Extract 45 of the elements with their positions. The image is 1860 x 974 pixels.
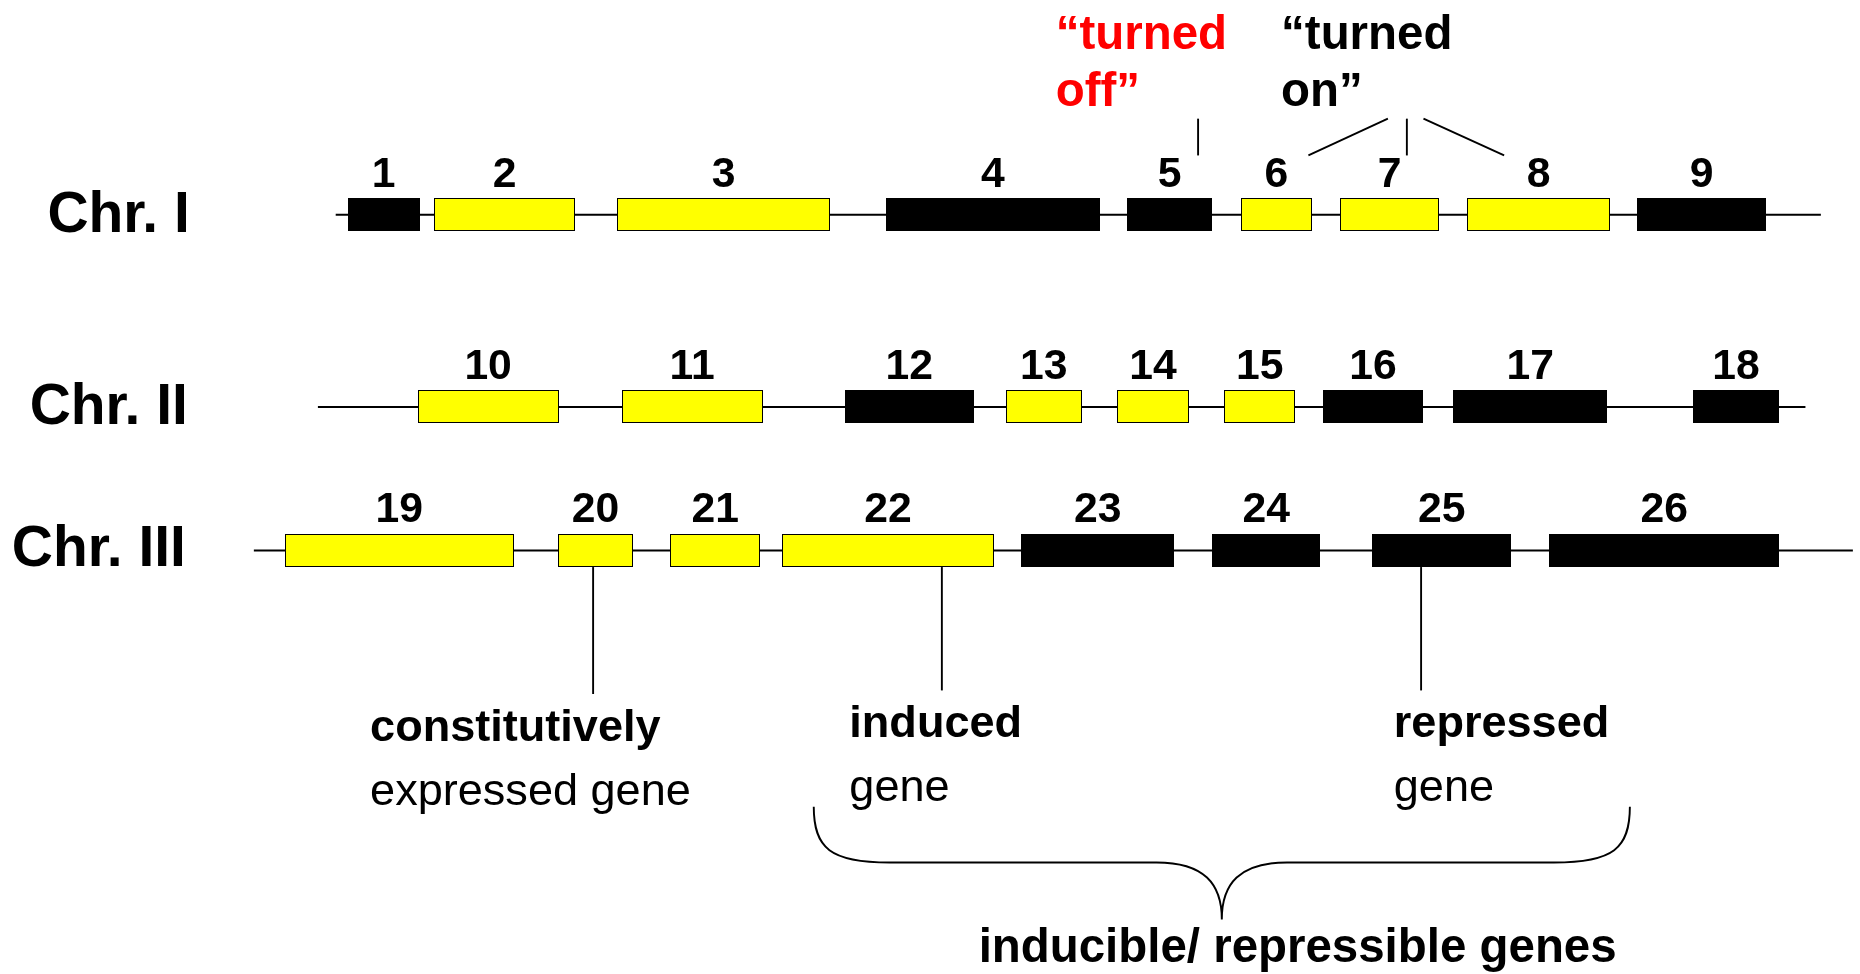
gene-number: 5: [1156, 150, 1183, 194]
callout-text: expressed gene: [370, 763, 691, 817]
callout-text: “turned off”: [1055, 4, 1229, 118]
callout-heading: repressed: [1393, 695, 1610, 750]
gene-number: 19: [374, 486, 424, 530]
gene-number: 20: [570, 486, 621, 530]
chromosome-label: Chr. I: [47, 178, 190, 246]
leader-line: [1405, 117, 1408, 157]
callout-heading: induced: [849, 695, 1023, 750]
gene-number: 6: [1263, 150, 1290, 194]
leader-line: [1420, 566, 1423, 692]
gene-number: 23: [1073, 486, 1123, 530]
callout-text: gene: [1393, 759, 1495, 814]
brace-label: inducible/ repressible genes: [978, 918, 1617, 974]
callout-heading: constitutively: [370, 698, 661, 753]
gene-number: 21: [690, 486, 740, 530]
callout-text: gene: [849, 759, 950, 814]
gene-number: 22: [863, 486, 913, 530]
gene-number: 14: [1128, 342, 1178, 386]
chromosome-label: Chr. III: [11, 513, 186, 581]
callout-text: “turned on”: [1281, 4, 1454, 118]
chromosome-label: Chr. II: [29, 371, 188, 439]
gene-number: 26: [1639, 486, 1689, 530]
leader-line: [940, 566, 943, 692]
gene-number: 16: [1348, 342, 1398, 386]
gene-number: 9: [1688, 150, 1715, 194]
gene-number: 8: [1525, 150, 1552, 194]
gene-number: 2: [491, 150, 518, 194]
leader-line: [1422, 117, 1506, 157]
gene-number: 25: [1417, 486, 1467, 530]
gene-number: 7: [1376, 150, 1403, 194]
gene-number: 11: [668, 342, 716, 386]
leader-line: [592, 566, 595, 695]
gene-number: 3: [710, 150, 737, 194]
gene-number: 4: [980, 150, 1006, 194]
gene-number: 15: [1235, 342, 1285, 386]
gene-number: 13: [1019, 342, 1069, 386]
gene-number: 24: [1241, 486, 1291, 530]
leader-line: [1197, 117, 1200, 157]
gene-number: 18: [1711, 342, 1761, 386]
gene-number: 12: [884, 342, 934, 386]
gene-number: 10: [463, 342, 513, 386]
gene-number: 1: [370, 150, 397, 194]
gene-number: 17: [1505, 342, 1555, 386]
leader-line: [1307, 117, 1389, 157]
